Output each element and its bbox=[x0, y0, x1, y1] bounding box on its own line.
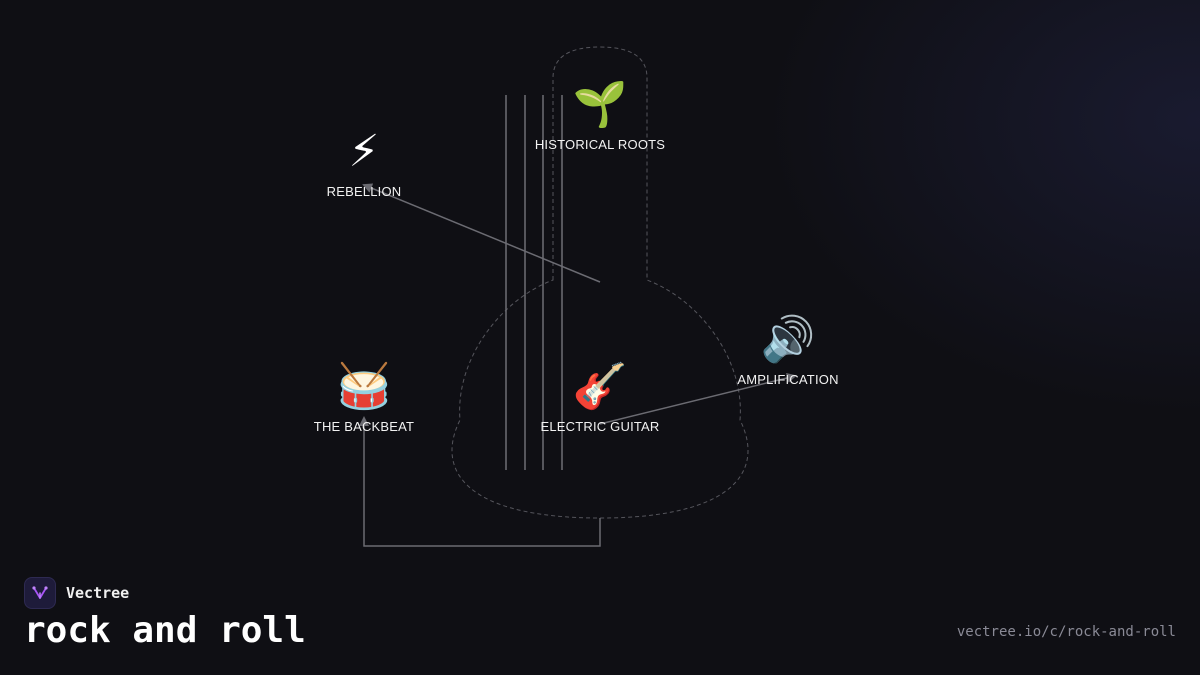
node-label: REBELLION bbox=[326, 184, 402, 199]
node-rebellion[interactable]: ⚡ REBELLION bbox=[274, 126, 454, 199]
vectree-logo-icon bbox=[24, 577, 56, 609]
speaker-icon: 🔊 bbox=[760, 314, 816, 365]
seedling-icon: 🌱 bbox=[572, 79, 628, 130]
edge-guitar-to-backbeat bbox=[359, 416, 601, 547]
drum-icon: 🥁 bbox=[336, 361, 392, 412]
node-the-backbeat[interactable]: 🥁 THE BACKBEAT bbox=[274, 361, 454, 434]
edge-guitar-to-amplification bbox=[599, 373, 797, 425]
edge-roots-to-rebellion bbox=[362, 183, 601, 283]
brand-name: Vectree bbox=[66, 584, 130, 602]
node-label: HISTORICAL ROOTS bbox=[534, 137, 666, 152]
brand[interactable]: Vectree bbox=[24, 577, 129, 609]
node-electric-guitar[interactable]: 🎸 ELECTRIC GUITAR bbox=[510, 361, 690, 434]
page-title: rock and roll bbox=[24, 610, 306, 651]
node-label: ELECTRIC GUITAR bbox=[540, 419, 660, 434]
node-historical-roots[interactable]: 🌱 HISTORICAL ROOTS bbox=[510, 79, 690, 152]
node-amplification[interactable]: 🔊 AMPLIFICATION bbox=[698, 314, 878, 387]
node-label: THE BACKBEAT bbox=[313, 419, 415, 434]
guitar-outline bbox=[451, 46, 749, 519]
guitar-icon: 🎸 bbox=[572, 361, 628, 412]
node-label: AMPLIFICATION bbox=[737, 372, 839, 387]
lightning-icon: ⚡ bbox=[348, 126, 380, 177]
page-url[interactable]: vectree.io/c/rock-and-roll bbox=[956, 624, 1176, 640]
